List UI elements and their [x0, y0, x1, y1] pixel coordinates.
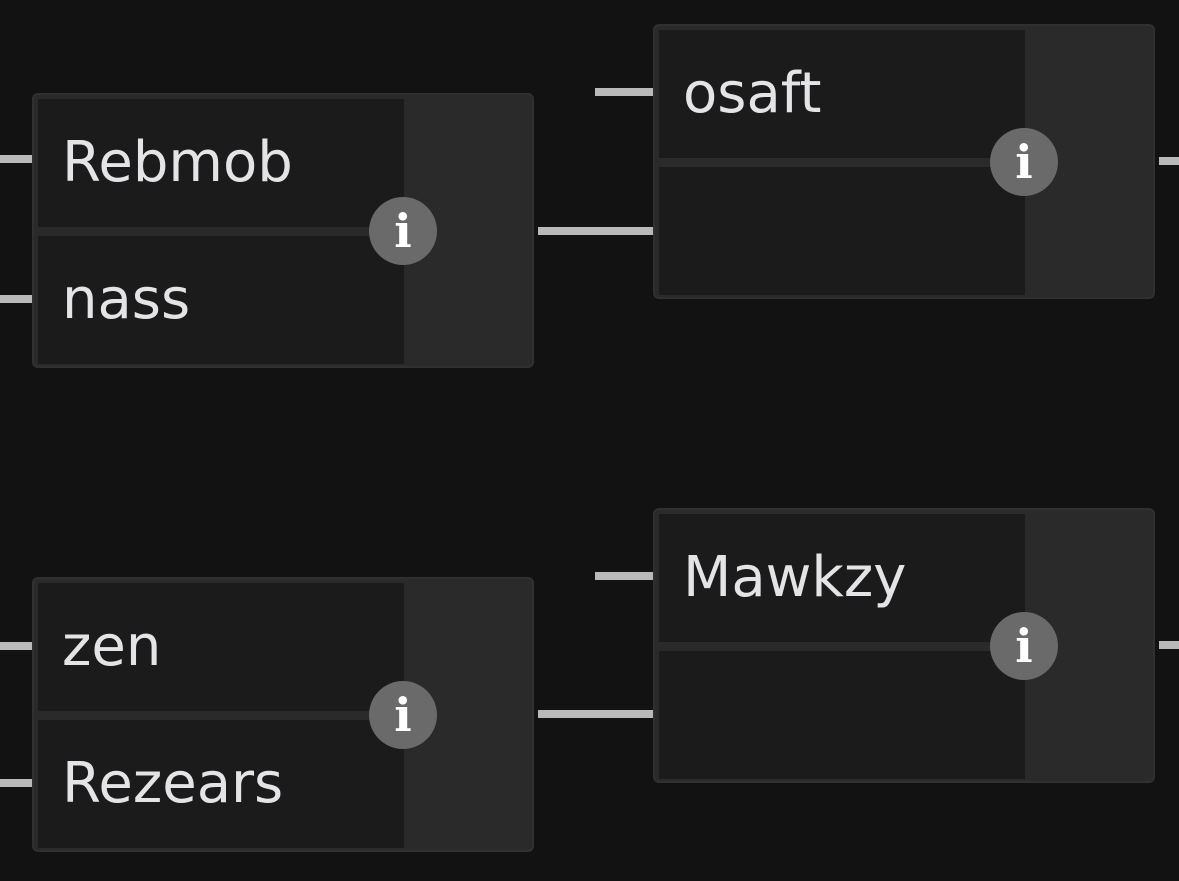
info-icon[interactable]: i — [369, 681, 437, 749]
slot-divider — [38, 711, 532, 718]
participant-slot[interactable]: Rebmob — [38, 99, 404, 227]
connector-line — [595, 572, 653, 580]
participant-slot[interactable] — [659, 651, 1025, 779]
participant-slot[interactable] — [659, 167, 1025, 295]
connector-line — [595, 88, 653, 96]
match-card-round2-2[interactable]: Mawkzy i — [653, 508, 1155, 783]
participant-name: osaft — [683, 61, 822, 126]
participant-name: Rezears — [62, 751, 284, 816]
connector-line — [538, 710, 653, 718]
match-card-round1-1[interactable]: Rebmob nass i — [32, 93, 534, 368]
participant-slot[interactable]: Rezears — [38, 720, 404, 848]
participant-slot[interactable]: zen — [38, 583, 404, 711]
connector-line — [0, 155, 32, 163]
slot-divider — [659, 158, 1153, 165]
participant-slot[interactable]: Mawkzy — [659, 514, 1025, 642]
match-card-round1-2[interactable]: zen Rezears i — [32, 577, 534, 852]
participant-name: Mawkzy — [683, 545, 907, 610]
participant-name: Rebmob — [62, 130, 293, 195]
match-card-round2-1[interactable]: osaft i — [653, 24, 1155, 299]
connector-line — [1159, 157, 1179, 165]
connector-line — [0, 295, 32, 303]
connector-line — [0, 779, 32, 787]
slot-divider — [659, 642, 1153, 649]
info-icon[interactable]: i — [990, 128, 1058, 196]
info-icon[interactable]: i — [990, 612, 1058, 680]
participant-name: nass — [62, 267, 191, 332]
connector-line — [0, 642, 32, 650]
slot-divider — [38, 227, 532, 234]
connector-line — [538, 227, 653, 235]
info-icon[interactable]: i — [369, 197, 437, 265]
participant-name: zen — [62, 614, 162, 679]
participant-slot[interactable]: nass — [38, 236, 404, 364]
connector-line — [1159, 641, 1179, 649]
participant-slot[interactable]: osaft — [659, 30, 1025, 158]
